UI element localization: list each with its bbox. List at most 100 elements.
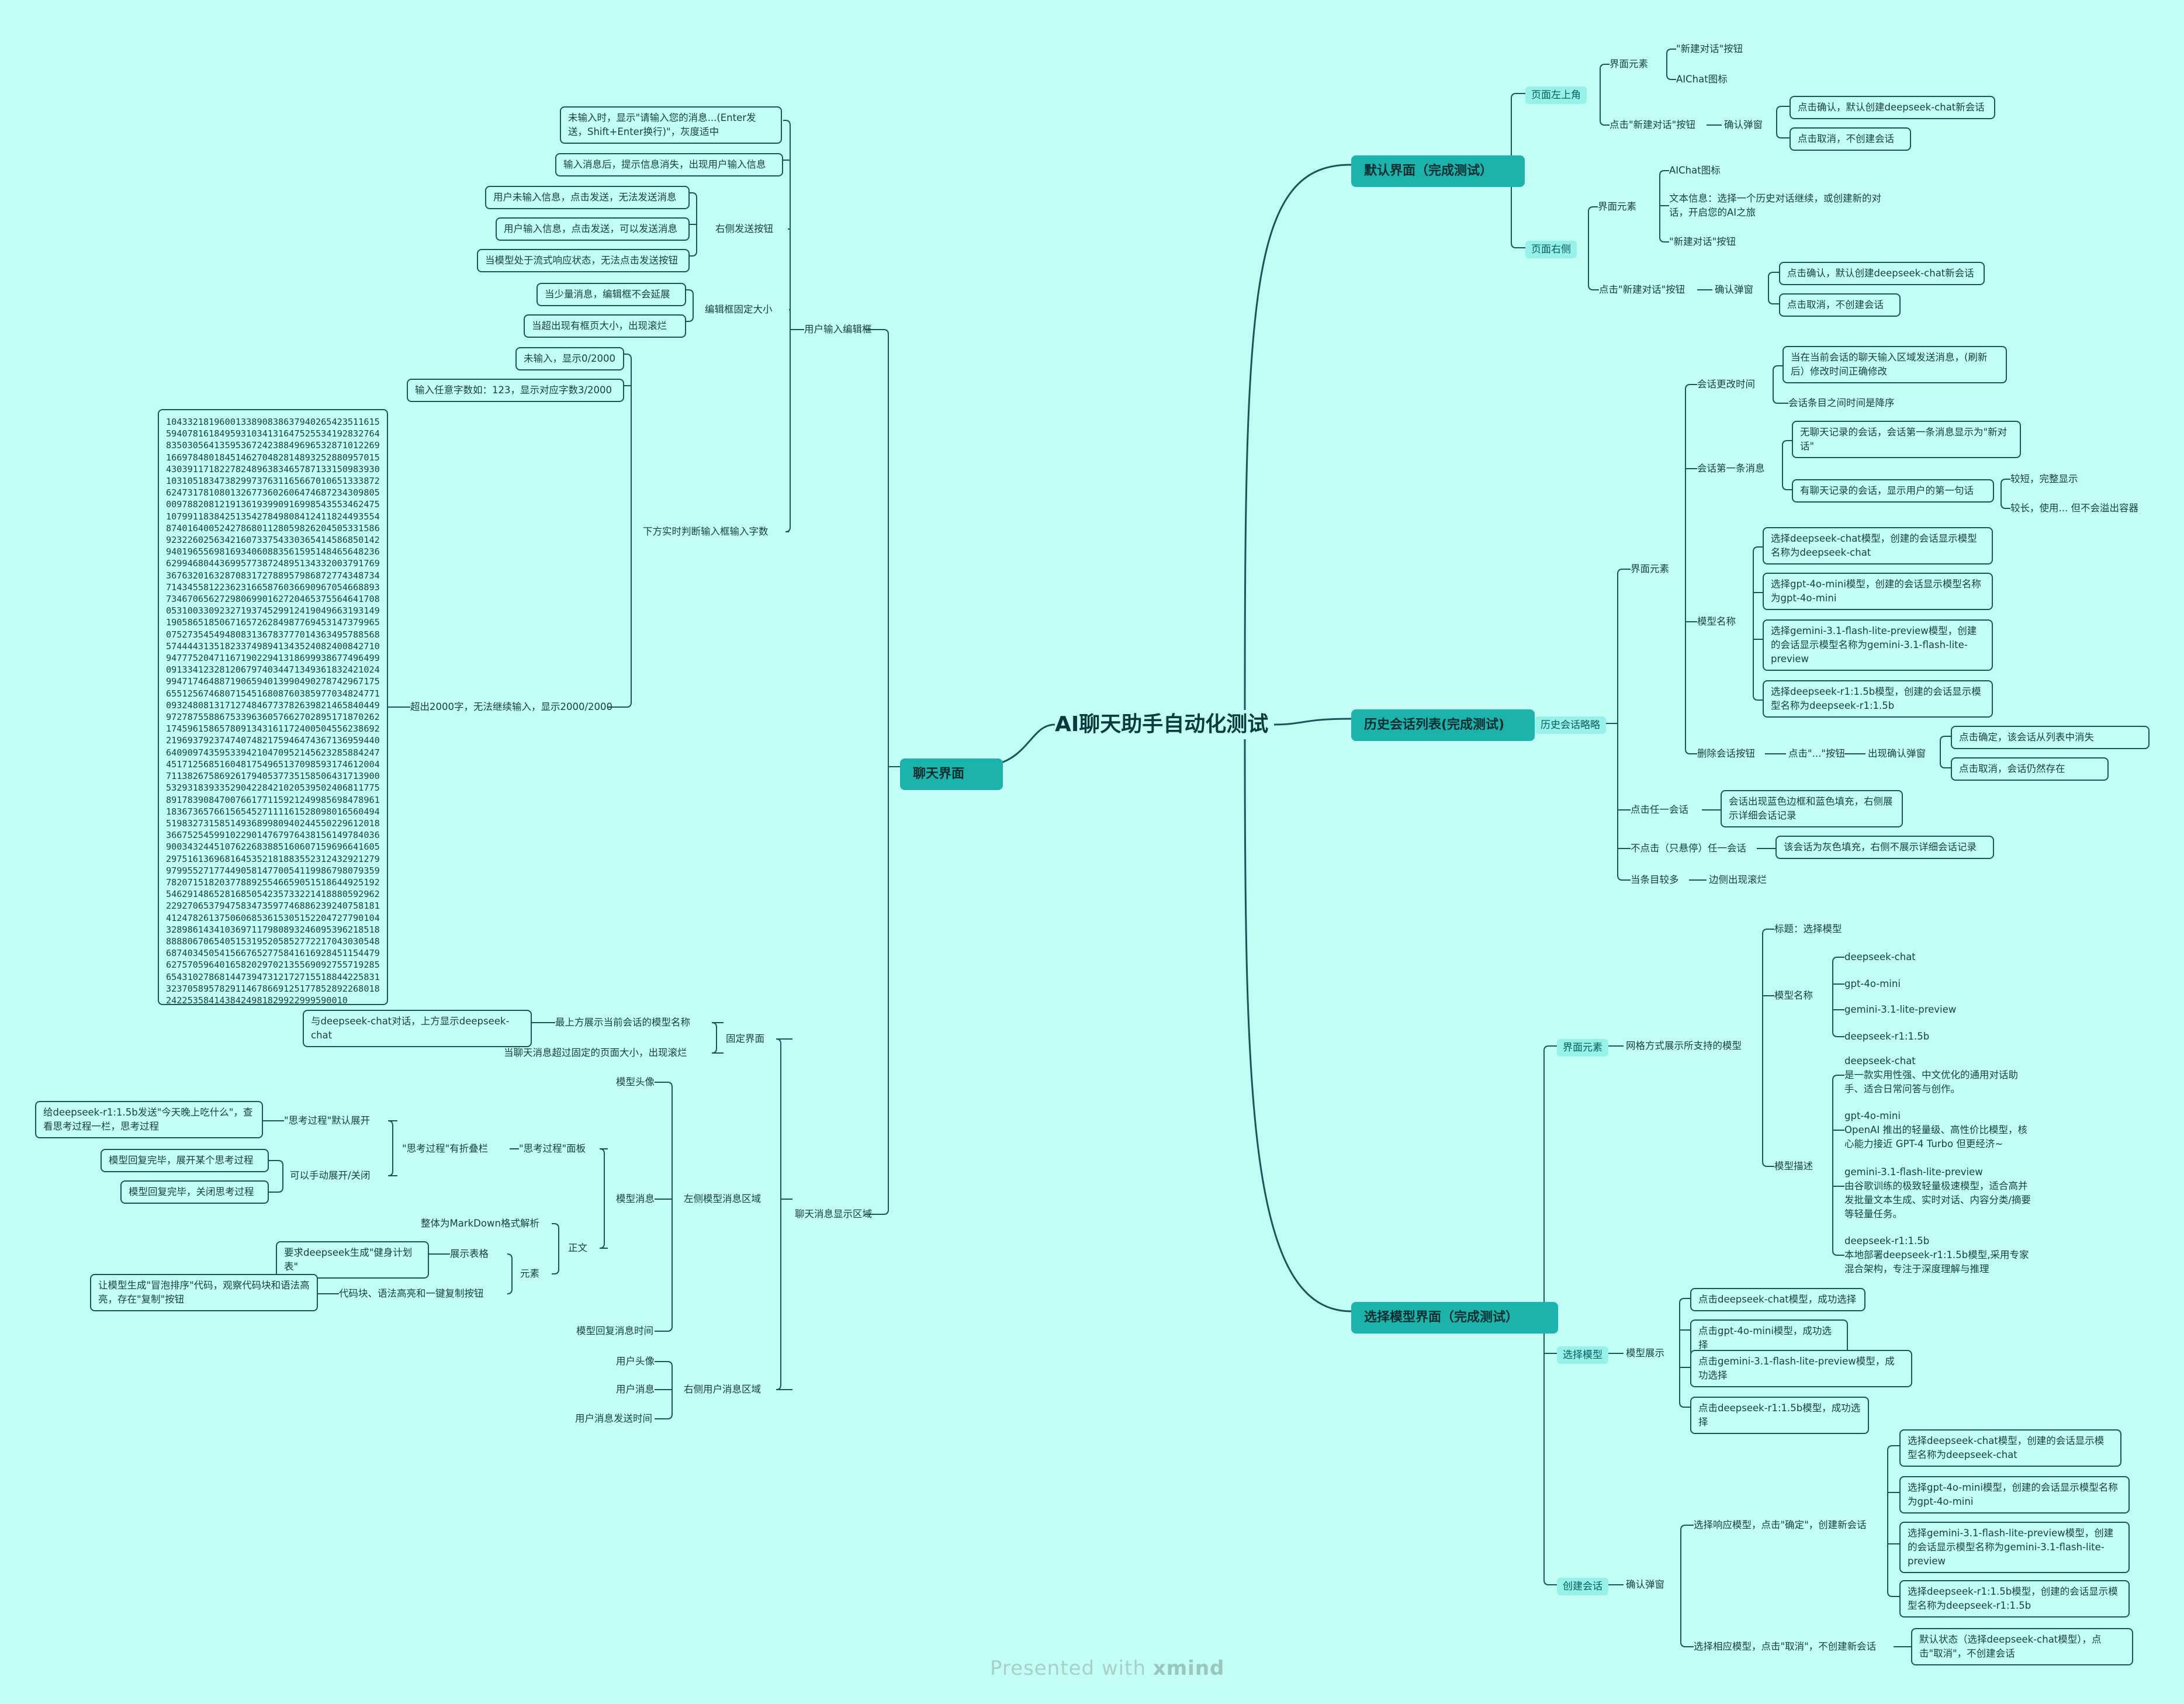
model-avatar: 模型头像 (616, 1076, 655, 1087)
h-ui-elements: 界面元素 (1631, 563, 1669, 574)
create-cancel-ex: 默认状态（选择deepseek-chat模型），点击"取消"，不创建会话 (1911, 1628, 2133, 1665)
send-case-ok: 用户输入信息，点击发送，可以发送消息 (496, 217, 690, 241)
branch-link (1617, 569, 1631, 574)
branch-link (1617, 875, 1631, 881)
branch-link (1685, 749, 1697, 754)
branch-link (686, 316, 694, 322)
model-message: 模型消息 (616, 1193, 655, 1204)
think-manual: 可以手动展开/关闭 (290, 1170, 371, 1181)
h-time-b: 会话条目之间时间是降序 (1788, 397, 1895, 408)
count-case-limit: 超出2000字，无法继续输入，显示2000/2000 (410, 701, 613, 712)
show-table: 展示表格 (450, 1248, 489, 1259)
root-link-history (1273, 718, 1352, 726)
main-topic-chat[interactable]: 聊天界面 (900, 759, 1003, 790)
r-new-chat-button: "新建对话"按钮 (1669, 236, 1736, 247)
h-model-b: 选择gpt-4o-mini模型，创建的会话显示模型名称为gpt-4o-mini (1763, 573, 1993, 610)
main-topic-model[interactable]: 选择模型界面（完成测试） (1351, 1302, 1558, 1334)
branch-link (1832, 957, 1844, 962)
tl-new-chat-button: "新建对话"按钮 (1676, 43, 1743, 54)
model-show: 模型展示 (1626, 1348, 1664, 1359)
branch-link (599, 1243, 608, 1249)
branch-link (1782, 484, 1792, 490)
body-text: 正文 (568, 1242, 587, 1253)
branch-link (1940, 736, 1951, 742)
branch-link (655, 1082, 673, 1087)
branch-link (690, 251, 697, 257)
h-model-c: 选择gemini-3.1-flash-lite-preview模型，创建的会话显… (1763, 619, 1993, 671)
branch-link (783, 120, 791, 126)
branch-link (1782, 440, 1792, 446)
tl-ok: 点击确认，默认创建deepseek-chat新会话 (1790, 96, 1995, 119)
model-heading: 标题：选择模型 (1774, 923, 1842, 934)
branch-link (1685, 384, 1697, 390)
fixed-size-topic: 编辑框固定大小 (705, 304, 773, 315)
count-sample-digits: 1043321819600133890838637940265423511615… (158, 409, 388, 1006)
main-topic-default[interactable]: 默认界面（完成测试） (1351, 155, 1525, 187)
model-desc-2: OpenAI 推出的轻量级、高性价比模型，核心能力接近 GPT-4 Turbo … (1844, 1124, 2027, 1149)
branch-link (1887, 1591, 1899, 1597)
model-name-3: gemini-3.1-lite-preview (1844, 1004, 1957, 1015)
branch-link (1753, 546, 1763, 552)
branch-link (1659, 170, 1669, 176)
h-first-long: 较长，使用... 但不会溢出容器 (2010, 503, 2138, 514)
create-ok: 选择响应模型，点击"确定"，创建新会话 (1694, 1519, 1867, 1530)
branch-link (1768, 299, 1779, 304)
branch-link (1659, 237, 1669, 243)
root-topic[interactable]: AI聊天助手自动化测试 (1055, 712, 1269, 736)
input-box-topic: 用户输入编辑框 (804, 324, 872, 335)
h-click-any: 点击任一会话 (1631, 804, 1688, 815)
branch-link (1666, 49, 1676, 54)
branch-link (1887, 1445, 1899, 1451)
tl-cancel: 点击取消，不创建会话 (1790, 127, 1911, 151)
create-ok-d: 选择deepseek-r1:1.5b模型，创建的会话显示模型名称为deepsee… (1899, 1580, 2130, 1618)
branch-link (1600, 64, 1610, 70)
default-top-left: 页面左上角 (1525, 86, 1587, 104)
branch-link (686, 289, 694, 295)
model-desc-4-name: deepseek-r1:1.5b (1844, 1235, 1930, 1246)
default-right: 页面右侧 (1525, 241, 1577, 258)
r-ok: 点击确认，默认创建deepseek-chat新会话 (1779, 262, 1985, 285)
branch-link (1588, 206, 1598, 212)
code-example: 让模型生成"冒泡排序"代码，观察代码块和语法高亮，存在"复制"按钮 (90, 1274, 318, 1311)
create-session: 创建会话 (1557, 1578, 1608, 1595)
create-confirm: 确认弹窗 (1626, 1579, 1664, 1590)
fixed-case-overflow: 当超出现有框页大小，出现滚烂 (524, 314, 686, 338)
h-model-d: 选择deepseek-r1:1.5b模型，创建的会话显示模型名称为deepsee… (1763, 680, 1993, 718)
branch-link (1762, 929, 1774, 934)
create-cancel: 选择相应模型，点击"取消"，不创建新会话 (1694, 1641, 1877, 1652)
branch-link (655, 1326, 673, 1332)
tl-elements: 界面元素 (1610, 58, 1648, 70)
r-aichat-icon: AIChat图标 (1669, 165, 1721, 176)
user-send-time: 用户消息发送时间 (575, 1413, 652, 1424)
think-manual-close: 模型回复完毕，关闭思考过程 (120, 1180, 269, 1204)
create-ok-b: 选择gpt-4o-mini模型，创建的会话显示模型名称为gpt-4o-mini (1899, 1476, 2130, 1513)
select-c: 点击gemini-3.1-flash-lite-preview模型，成功选择 (1690, 1350, 1912, 1387)
branch-link (2000, 479, 2010, 484)
select-d: 点击deepseek-r1:1.5b模型，成功选择 (1690, 1397, 1869, 1434)
model-desc-title: 模型描述 (1774, 1161, 1813, 1172)
branch-link (1511, 243, 1525, 248)
think-manual-open: 模型回复完毕，展开某个思考过程 (101, 1149, 269, 1172)
think-default-open: "思考过程"默认展开 (284, 1115, 371, 1126)
branch-link (1773, 365, 1782, 371)
h-delete-click: 点击"..."按钮 (1788, 748, 1845, 759)
branch-link (1832, 1075, 1844, 1080)
branch-link (711, 1022, 724, 1028)
model-desc-3: 由谷歌训练的极致轻量极速模型，适合高并发批量文本生成、实时对话、内容分类/摘要等… (1844, 1180, 2031, 1220)
model-desc-3-name: gemini-3.1-flash-lite-preview (1844, 1166, 1983, 1177)
branch-link (1680, 1525, 1694, 1530)
r-cancel: 点击取消，不创建会话 (1779, 293, 1901, 317)
model-name-4: deepseek-r1:1.5b (1844, 1031, 1930, 1042)
main-topic-history[interactable]: 历史会话列表(完成测试) (1351, 709, 1535, 741)
branch-link (1666, 74, 1676, 80)
h-hover-a: 该会话为灰色填充，右侧不展示详细会话记录 (1775, 836, 1994, 859)
create-ok-a: 选择deepseek-chat模型，创建的会话显示模型名称为deepseek-c… (1899, 1429, 2121, 1467)
fixed-case-short: 当少量消息，编辑框不会延展 (537, 283, 686, 306)
fixed-view-topic: 固定界面 (726, 1033, 764, 1044)
h-delete-confirm: 出现确认弹窗 (1868, 748, 1926, 759)
code-block: 代码块、语法高亮和一键复制按钮 (339, 1288, 484, 1299)
branch-link (1511, 93, 1525, 99)
model-ui-elements: 界面元素 (1557, 1039, 1608, 1057)
h-many-a: 边侧出现滚烂 (1709, 874, 1767, 885)
